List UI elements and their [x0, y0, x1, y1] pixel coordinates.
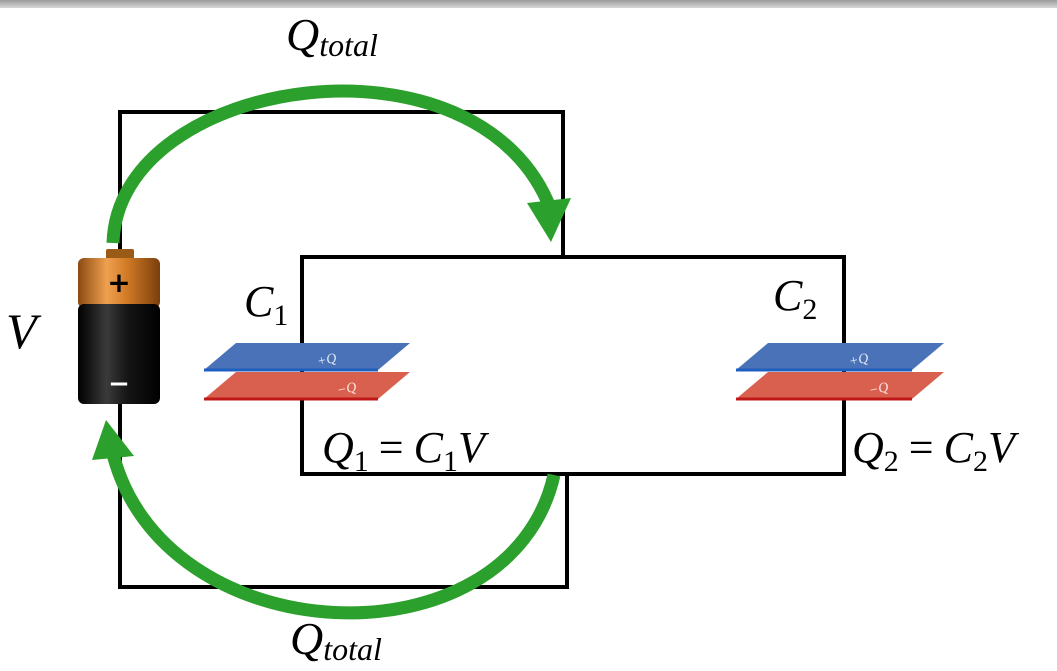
q-total-bottom-main: Q [290, 613, 323, 664]
top-arrow-head [527, 198, 571, 242]
charge-flow-arrows [92, 84, 571, 620]
c2-sub: 2 [802, 293, 817, 326]
battery-cap [78, 258, 160, 308]
cap1-positive-plate [204, 343, 410, 370]
capacitor-2: −Q +Q [736, 343, 944, 401]
c1-sub: 1 [273, 299, 288, 332]
q-total-bottom-label: Qtotal [290, 613, 382, 667]
q-total-top-label: Qtotal [286, 9, 378, 63]
top-arrow-arc [106, 84, 558, 244]
eq2-c: C [944, 423, 974, 472]
voltage-label: V [6, 303, 42, 359]
bottom-arrow-arc [105, 448, 561, 620]
battery-body [78, 304, 160, 404]
cap1-positive-label: +Q [316, 351, 338, 370]
q-total-bottom-sub: total [323, 631, 382, 667]
eq1-c: C [414, 423, 444, 472]
capacitor-1: −Q +Q [204, 343, 410, 401]
cap1-negative-label: −Q [336, 380, 358, 399]
battery-plus-sign: + [107, 266, 130, 299]
cap2-positive-label: +Q [848, 351, 870, 370]
q-total-top-sub: total [319, 27, 378, 63]
top-bar [0, 0, 1057, 8]
bottom-arrow-head [92, 420, 134, 460]
eq1-qsub: 1 [354, 445, 369, 478]
eq1-equals: = [379, 423, 404, 472]
cap2-negative-plate [736, 372, 944, 399]
eq2-q: Q [852, 423, 884, 472]
c2-main: C [773, 271, 803, 320]
c2-label: C2 [773, 271, 817, 326]
eq1-v: V [458, 423, 490, 472]
equation-1: Q1=C1V [322, 423, 490, 478]
eq2-equals: = [909, 423, 934, 472]
eq1-q: Q [322, 423, 354, 472]
eq2-v: V [988, 423, 1020, 472]
battery: + − [78, 249, 160, 404]
cap2-positive-plate [736, 343, 944, 370]
cap2-negative-label: −Q [868, 380, 890, 399]
equation-2: Q2=C2V [852, 423, 1020, 478]
c1-label: C1 [244, 277, 288, 332]
battery-minus-sign: − [108, 369, 130, 399]
eq2-csub: 2 [973, 445, 988, 478]
q-total-top-main: Q [286, 9, 319, 60]
c1-main: C [244, 277, 274, 326]
cap1-negative-plate [204, 372, 410, 399]
eq1-csub: 1 [443, 445, 458, 478]
eq2-qsub: 2 [884, 445, 899, 478]
